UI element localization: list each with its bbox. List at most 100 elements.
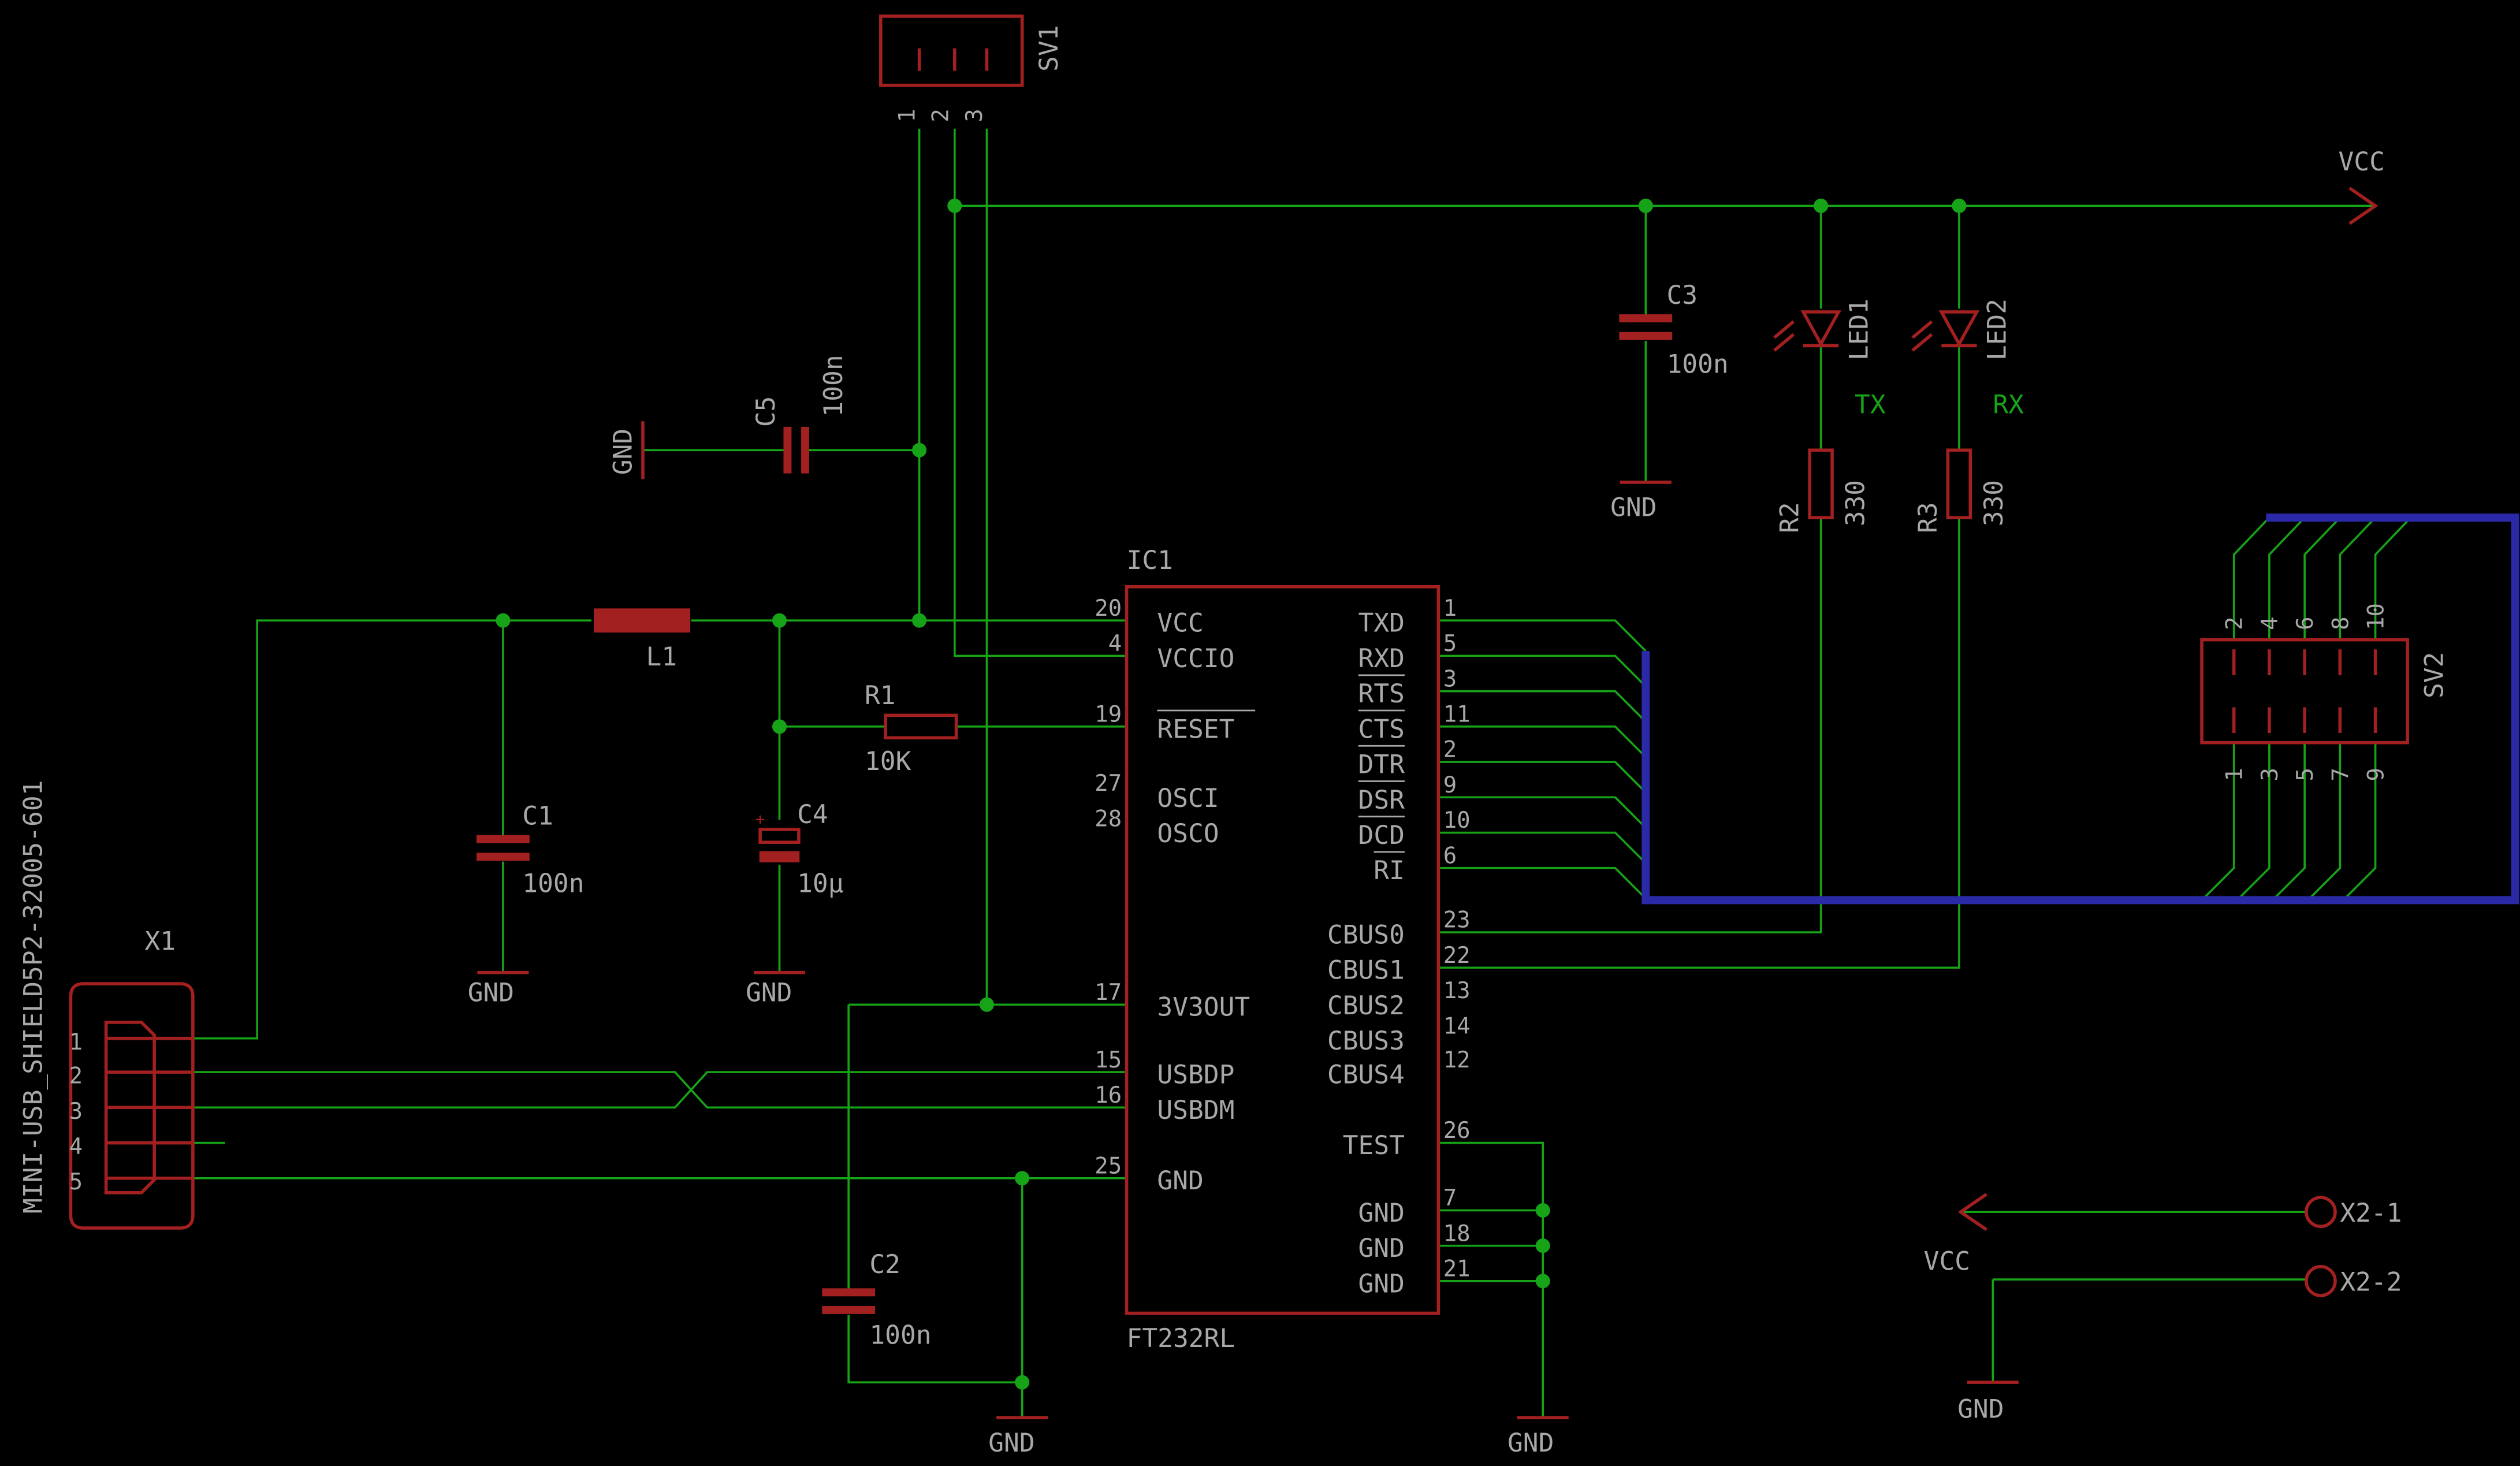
- sv2-pin-number: 4: [2257, 616, 2283, 630]
- junction: [772, 719, 787, 734]
- ic1-pin-name: GND: [1358, 1199, 1405, 1228]
- ic1-pin-name: CBUS2: [1327, 991, 1405, 1021]
- wire-usb-dm: [192, 1071, 1125, 1109]
- x1-pin2-num: 2: [69, 1063, 83, 1089]
- junctions: [496, 198, 1967, 1390]
- junction: [1015, 1171, 1030, 1186]
- c2-plate-b: [822, 1305, 876, 1314]
- sv2-pin-number: 2: [2222, 616, 2248, 630]
- ic1-pin-number: 13: [1443, 978, 1471, 1004]
- junction: [912, 442, 927, 457]
- c4-plate-a: [758, 828, 801, 844]
- ic1-pin-name: RTS: [1358, 679, 1405, 709]
- ic1-right-pins: 1TXD5RXD3RTS11CTS2DTR9DSR10DCD6RI23CBUS0…: [1327, 596, 1471, 1298]
- ic1-pin-number: 7: [1443, 1185, 1457, 1211]
- gnd-label-c2: GND: [988, 1428, 1034, 1458]
- ic1-pin-name: OSCO: [1157, 819, 1219, 849]
- junction: [1535, 1274, 1550, 1289]
- ic1-pin-name: DSR: [1358, 786, 1405, 815]
- wire-rts: [1440, 690, 1647, 723]
- ic1-body: [1125, 585, 1440, 1315]
- ic1-pin-number: 21: [1443, 1256, 1471, 1282]
- ic1-pin-number: 15: [1095, 1047, 1122, 1073]
- wire-dsr: [1440, 796, 1647, 829]
- c3-plate-b: [1619, 332, 1673, 340]
- wires: [192, 128, 2412, 1418]
- sv1-connector: SV1 1 2 3: [879, 14, 1064, 122]
- c4-value: 10µ: [797, 869, 843, 898]
- ic1-pin-number: 20: [1095, 596, 1122, 622]
- c1-capacitor: C1 100n GND: [468, 802, 585, 1008]
- sv2-name: SV2: [2420, 652, 2449, 698]
- ic1-pin-number: 17: [1095, 980, 1122, 1006]
- wire-led1: [1440, 206, 1822, 933]
- wire-sv2-top: [2232, 516, 2412, 640]
- c1-name: C1: [522, 802, 553, 831]
- junction: [947, 198, 962, 213]
- sv1-pin2-num: 2: [928, 109, 954, 122]
- x1-pin3-num: 3: [69, 1099, 83, 1125]
- junction: [1015, 1375, 1030, 1390]
- sv2-pin-number: 5: [2292, 768, 2318, 781]
- led2-name: LED2: [1983, 299, 2012, 360]
- x1-name: X1: [144, 927, 176, 957]
- c5-name: C5: [751, 396, 781, 427]
- sv2-pin-number: 6: [2292, 616, 2318, 630]
- ic1-pin-number: 1: [1443, 596, 1457, 622]
- x1-pin4-num: 4: [69, 1134, 83, 1160]
- ic1-pin-number: 18: [1443, 1221, 1471, 1247]
- ic1-pin-name: CBUS0: [1327, 921, 1405, 950]
- c5-plate-b: [801, 426, 810, 474]
- r2-name: R2: [1775, 502, 1805, 533]
- sv1-label: SV1: [1034, 25, 1064, 71]
- r3-name: R3: [1914, 502, 1943, 533]
- gnd-label-x2: GND: [1957, 1394, 2004, 1424]
- vcc-label-top: VCC: [2339, 147, 2385, 177]
- c5-capacitor: GND C5 100n: [609, 355, 848, 479]
- c4-name: C4: [797, 800, 828, 829]
- ic1-pin-name: DTR: [1358, 750, 1405, 780]
- ic1-pin-number: 10: [1443, 808, 1471, 834]
- ic1-pin-number: 4: [1108, 631, 1122, 657]
- ic1-pin-name: TXD: [1358, 609, 1405, 638]
- c4-gnd-label: GND: [746, 978, 792, 1008]
- x1-pin5-num: 5: [69, 1169, 83, 1195]
- sv2-pin-number: 1: [2222, 768, 2248, 781]
- sv2-pin-number: 9: [2363, 768, 2389, 781]
- c1-plate-a: [477, 835, 530, 843]
- c3-name: C3: [1666, 281, 1698, 310]
- ic1-pin-name: USBDM: [1157, 1096, 1234, 1125]
- wire-test-gnd: [1440, 1141, 1544, 1418]
- led2: LED2 RX: [1911, 299, 2024, 419]
- r2-resistor: R2 330: [1775, 448, 1871, 533]
- gnd-bottom-left: GND: [988, 1416, 1048, 1458]
- wire-usb-dp: [192, 1071, 1125, 1109]
- x2-terminal: X2-1 X2-2 VCC GND: [1924, 1193, 2402, 1424]
- sv1-body: [879, 14, 1024, 87]
- ic1-pin-number: 5: [1443, 631, 1457, 657]
- ic1-value: FT232RL: [1127, 1324, 1235, 1353]
- r3-value: 330: [1979, 480, 2009, 526]
- vcc-symbol-top: VCC: [2339, 147, 2385, 225]
- gnd-ic-right: GND: [1507, 1416, 1569, 1458]
- c4-plate-b: [759, 851, 800, 862]
- r1-value: 10K: [865, 747, 911, 776]
- led1: LED1 TX: [1773, 299, 1886, 419]
- l1-name: L1: [646, 642, 678, 672]
- wire-dcd: [1440, 831, 1647, 864]
- x1-body: [69, 982, 195, 1230]
- sv1-pin3-num: 3: [962, 109, 988, 122]
- vcc-arrow-icon: [1957, 1193, 1987, 1231]
- x2-1-terminal-icon: [2305, 1196, 2337, 1229]
- wire-ri: [1440, 866, 1647, 899]
- c2-capacitor: C2 100n: [822, 1250, 932, 1350]
- ic1-pin-number: 11: [1443, 702, 1471, 728]
- x2-1-label: X2-1: [2340, 1199, 2402, 1228]
- c1-value: 100n: [522, 869, 584, 898]
- l1-body: [594, 608, 691, 633]
- led2-diode-icon: [1938, 310, 1980, 348]
- x1-value: MINI-USB_SHIELD5P2-32005-601: [18, 780, 48, 1214]
- ic1-pin-number: 26: [1443, 1118, 1471, 1144]
